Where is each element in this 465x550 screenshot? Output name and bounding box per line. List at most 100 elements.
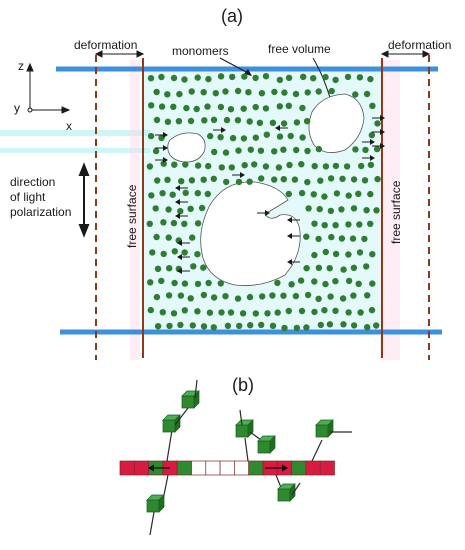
monomer bbox=[193, 105, 200, 113]
monomer bbox=[200, 323, 208, 330]
monomer bbox=[229, 73, 236, 81]
monomer bbox=[356, 221, 363, 228]
monomer bbox=[234, 87, 242, 95]
monomer bbox=[350, 205, 358, 212]
monomer bbox=[355, 280, 362, 287]
monomer bbox=[367, 220, 374, 227]
chain-block bbox=[219, 460, 235, 476]
monomer bbox=[363, 207, 370, 214]
monomer bbox=[350, 264, 358, 271]
pendant-cube bbox=[277, 483, 296, 502]
pendant-cube bbox=[162, 414, 181, 433]
monomer bbox=[338, 235, 346, 242]
monomer bbox=[373, 207, 380, 214]
monomer bbox=[315, 145, 323, 153]
monomer bbox=[148, 192, 155, 199]
monomer bbox=[369, 251, 376, 258]
monomer bbox=[200, 291, 208, 299]
monomer bbox=[251, 161, 258, 168]
migration-arrow-head bbox=[177, 240, 182, 246]
monomer bbox=[235, 178, 243, 186]
monomer bbox=[247, 322, 254, 329]
monomer bbox=[297, 277, 305, 284]
monomer bbox=[200, 89, 207, 96]
monomer bbox=[154, 177, 161, 184]
monomer bbox=[166, 322, 173, 330]
monomer bbox=[287, 132, 294, 140]
monomer bbox=[369, 280, 376, 287]
chain-block bbox=[319, 460, 335, 476]
monomers-group bbox=[146, 73, 381, 332]
panel-b-label: (b) bbox=[232, 375, 254, 395]
polarization-label-3: polarization bbox=[10, 205, 71, 219]
monomer bbox=[236, 322, 243, 330]
monomer bbox=[298, 161, 305, 168]
migration-arrow-head bbox=[380, 143, 385, 149]
monomer bbox=[153, 293, 161, 301]
monomer bbox=[374, 120, 381, 127]
free-volume-void-large bbox=[200, 181, 301, 286]
monomer bbox=[165, 234, 172, 241]
monomer bbox=[345, 192, 352, 199]
monomer bbox=[368, 306, 376, 314]
chain-force-arrowhead bbox=[148, 464, 154, 472]
monomer bbox=[285, 307, 292, 315]
monomer bbox=[246, 293, 254, 301]
migration-arrow-head bbox=[370, 139, 375, 145]
monomer bbox=[223, 178, 230, 186]
monomer bbox=[188, 177, 196, 184]
panel-a-label: (a) bbox=[221, 6, 243, 26]
monomer bbox=[304, 147, 311, 155]
monomer bbox=[158, 277, 165, 285]
migration-arrow-head bbox=[177, 268, 182, 274]
monomer bbox=[188, 88, 195, 95]
monomer bbox=[204, 190, 211, 198]
monomer bbox=[259, 293, 266, 300]
monomer bbox=[211, 148, 218, 156]
monomer bbox=[322, 73, 329, 81]
monomer bbox=[304, 178, 311, 186]
monomer bbox=[369, 102, 376, 110]
monomer bbox=[315, 264, 323, 271]
monomer bbox=[240, 105, 247, 112]
monomer bbox=[200, 264, 207, 271]
monomer bbox=[198, 204, 206, 212]
monomer bbox=[164, 91, 171, 98]
chain-block bbox=[176, 460, 192, 476]
monomer bbox=[207, 132, 214, 140]
pendant-cube bbox=[146, 494, 165, 513]
free-volume-void-small-right bbox=[308, 93, 365, 153]
monomer bbox=[204, 103, 211, 110]
monomer bbox=[252, 103, 259, 111]
monomer bbox=[170, 219, 178, 227]
monomer bbox=[240, 135, 248, 142]
axis-z-label: z bbox=[18, 59, 24, 73]
monomer bbox=[332, 162, 340, 170]
pendant-cube bbox=[257, 435, 276, 454]
pendant-cube bbox=[235, 419, 254, 438]
monomer bbox=[373, 322, 380, 329]
monomer bbox=[147, 75, 155, 82]
monomer bbox=[321, 193, 328, 200]
monomer bbox=[298, 307, 306, 315]
migration-arrow-head bbox=[287, 217, 292, 223]
monomer bbox=[364, 292, 371, 299]
monomer bbox=[349, 235, 357, 242]
molecular-chain-diagram bbox=[119, 379, 352, 536]
monomer bbox=[311, 220, 318, 227]
monomer bbox=[217, 134, 224, 141]
monomer bbox=[364, 324, 371, 331]
monomer bbox=[343, 163, 351, 170]
monomer bbox=[280, 292, 287, 299]
migration-arrow-head bbox=[163, 157, 168, 163]
monomer bbox=[264, 310, 271, 317]
monomer bbox=[332, 222, 339, 229]
bond-line bbox=[166, 429, 173, 462]
monomer bbox=[247, 146, 254, 153]
monomer bbox=[345, 277, 353, 285]
monomer bbox=[181, 249, 188, 256]
monomer bbox=[194, 308, 201, 315]
monomer bbox=[234, 295, 242, 302]
monomer bbox=[317, 177, 324, 184]
axis-y-label: y bbox=[14, 101, 20, 115]
